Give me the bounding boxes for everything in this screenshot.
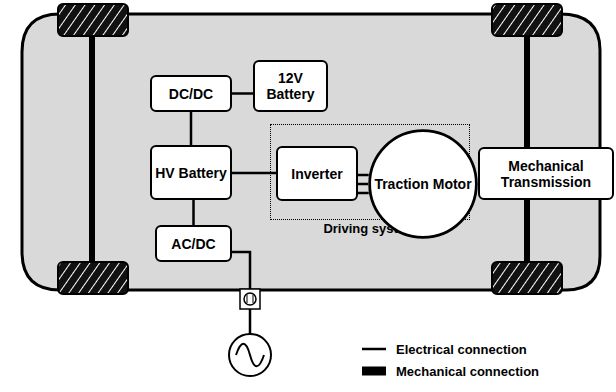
node-label: AC/DC xyxy=(171,236,215,252)
motor-circle: Traction Motor xyxy=(368,129,478,239)
connector-line xyxy=(358,192,369,195)
legend-item: Electrical connection xyxy=(360,338,539,360)
transmission-box: Mechanical Transmission xyxy=(478,147,614,200)
battery-box: HV Battery xyxy=(150,145,232,200)
group-box: Driving systemInverterTraction Motor xyxy=(270,124,470,220)
inverter-box: Inverter xyxy=(276,146,358,201)
legend-text: Electrical connection xyxy=(396,342,527,357)
connector-line xyxy=(358,174,369,177)
mechanical-line-sample xyxy=(360,364,388,378)
ac-source-symbol xyxy=(229,334,271,376)
legend-item: Mechanical connection xyxy=(360,360,539,382)
electrical-connection xyxy=(191,112,192,145)
connector-line xyxy=(358,183,368,186)
legend-text: Mechanical connection xyxy=(396,364,539,379)
converter-box: AC/DC xyxy=(155,225,232,262)
converter-box: DC/DC xyxy=(150,75,232,112)
node-label: HV Battery xyxy=(155,165,227,181)
legend: Electrical connectionMechanical connecti… xyxy=(360,338,539,382)
node-label: Mechanical Transmission xyxy=(480,158,612,190)
front-axle xyxy=(89,34,95,266)
electrical-connection xyxy=(232,93,253,94)
battery-box: 12V Battery xyxy=(253,60,328,112)
connector-line xyxy=(190,112,193,145)
electrical-line-sample xyxy=(360,342,388,356)
connector-line xyxy=(192,200,195,225)
node-label: DC/DC xyxy=(169,86,213,102)
node-label: 12V Battery xyxy=(255,70,326,102)
charging-plug xyxy=(240,289,260,309)
connector-line xyxy=(232,92,253,95)
node-label: Traction Motor xyxy=(374,176,471,192)
electrical-connection xyxy=(193,200,194,225)
electrical-connection xyxy=(358,175,369,193)
node-label: Inverter xyxy=(291,166,342,182)
